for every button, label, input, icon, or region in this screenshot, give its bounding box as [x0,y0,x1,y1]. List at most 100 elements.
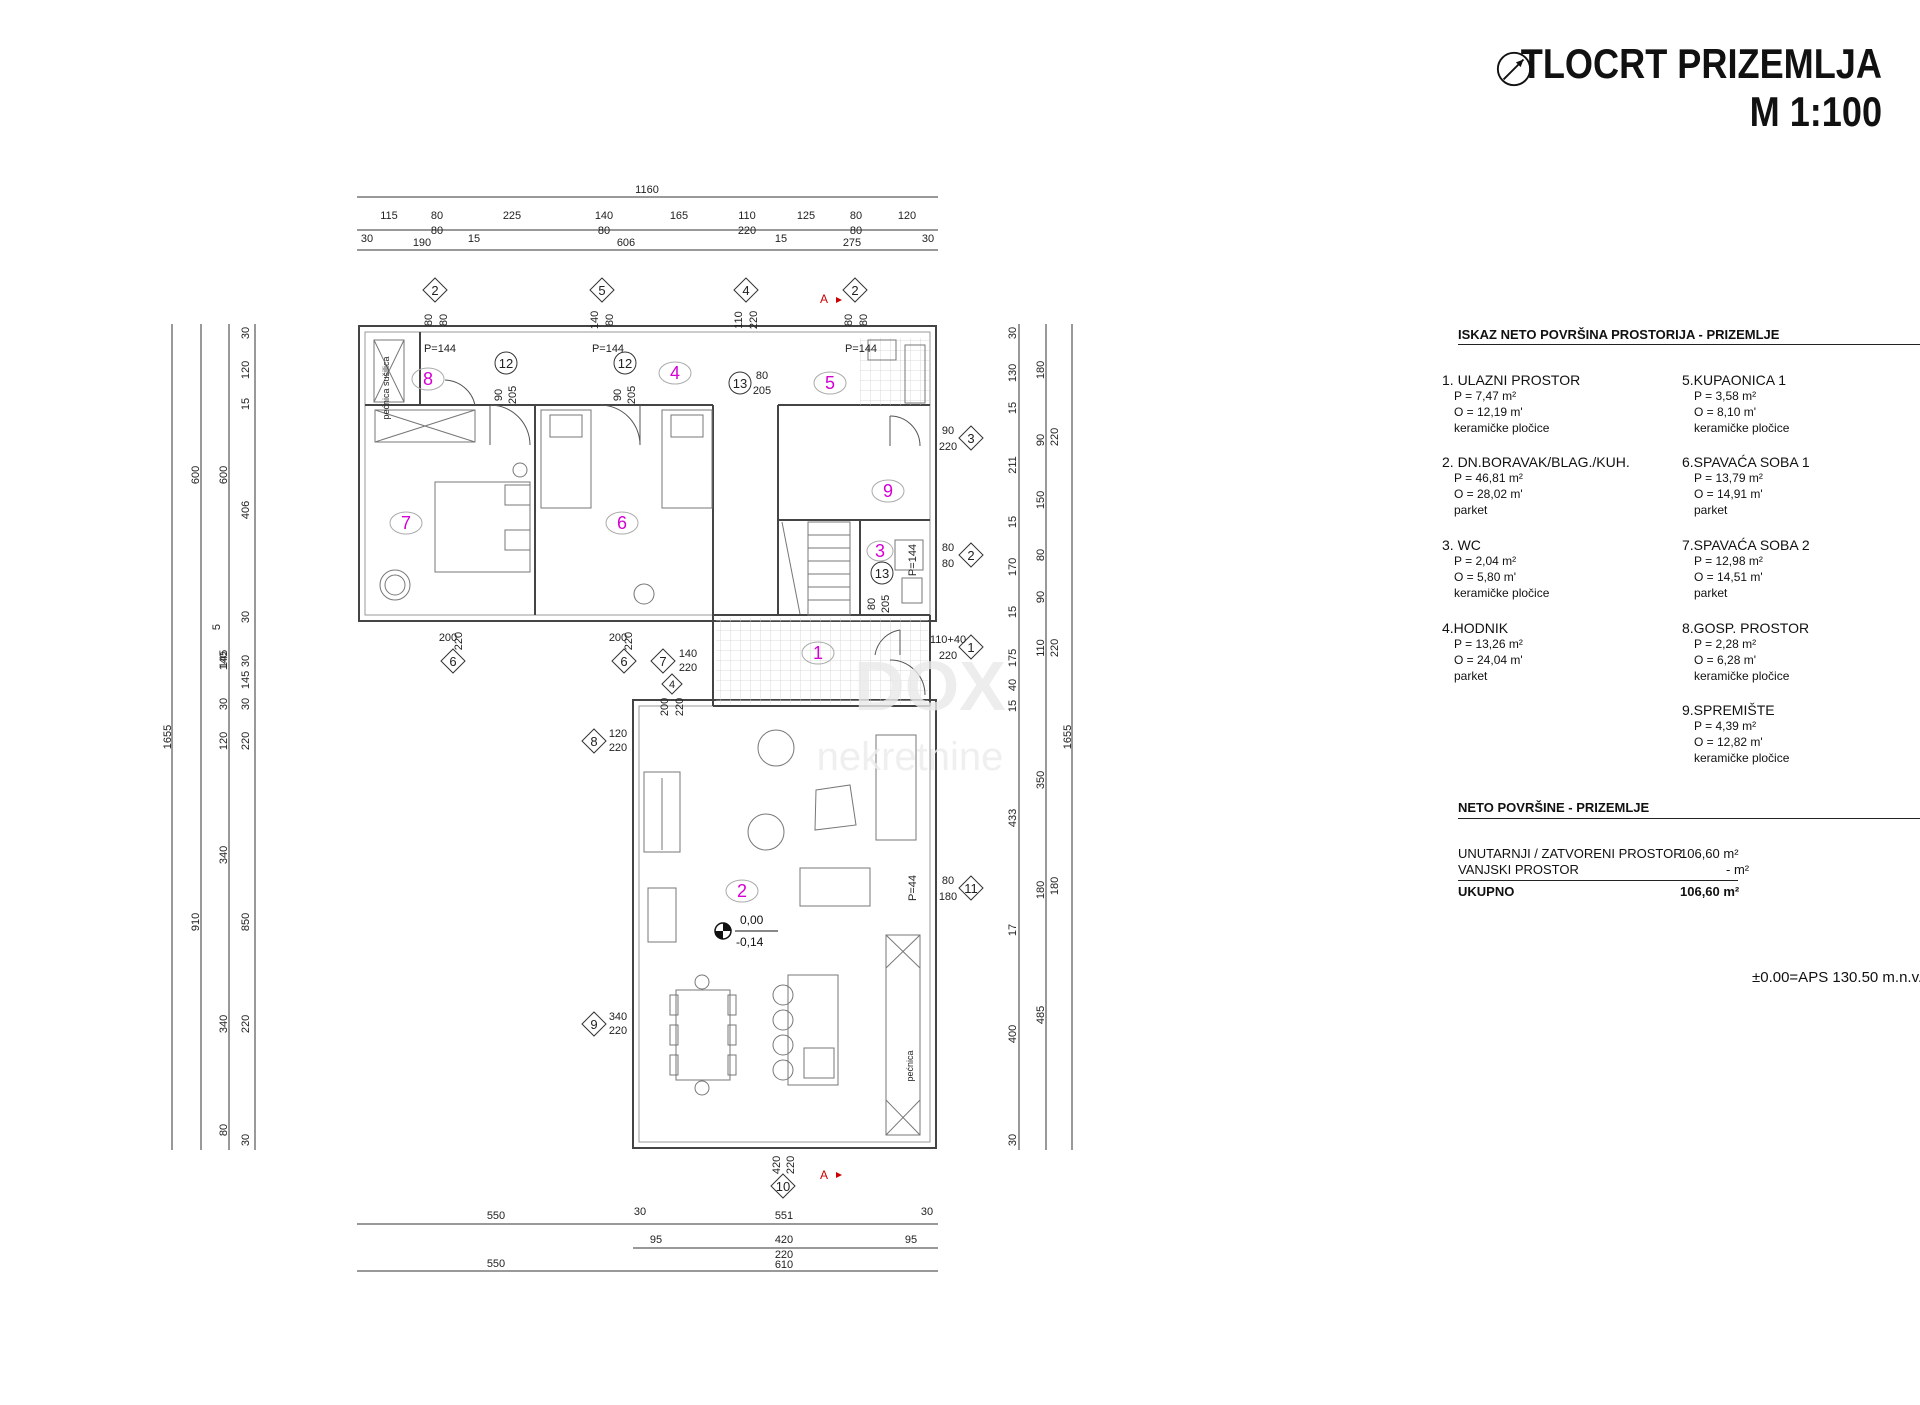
svg-text:6: 6 [620,654,627,669]
dim-right: 40 [1007,679,1019,691]
dim-right: 17 [1007,924,1019,936]
opening-size: 140 [589,311,601,329]
dim-bottom: 550 [487,1210,505,1222]
opening-size: 220 [748,311,760,329]
dim-left: 140 [218,652,230,670]
north-arrow-icon [1496,51,1532,87]
svg-text:13: 13 [875,566,889,581]
svg-text:13: 13 [733,376,747,391]
drawing-title: TLOCRT PRIZEMLJA [1520,40,1882,87]
opening-size: 220 [674,698,686,716]
dim-top: 125 [797,210,815,222]
dim-right: 433 [1007,809,1019,827]
svg-text:7: 7 [659,654,666,669]
dim-right: 15 [1007,402,1019,414]
svg-text:9: 9 [590,1017,597,1032]
door-size: 90 [493,389,505,401]
opening-size: 180 [939,891,957,903]
dim-right: 180 [1049,877,1061,895]
dim-right: 400 [1007,1025,1019,1043]
dim-left: 910 [190,913,202,931]
room-number: 1 [813,643,823,663]
dim-left: 30 [218,698,230,710]
dim-top: 15 [468,233,480,245]
dim-right: 220 [1049,639,1061,657]
dim-top: 30 [922,233,934,245]
opening-size: 80 [942,558,954,570]
dim-right: 30 [1007,1134,1019,1146]
dim-left: 340 [218,1015,230,1033]
room-utility: 8.GOSP. PROSTOR P = 2,28 m² O = 6,28 m' … [1682,620,1810,683]
top-dimensions [357,196,938,251]
room-entry: 1. ULAZNI PROSTOR P = 7,47 m² O = 12,19 … [1442,372,1581,435]
watermark: DOX [854,647,1006,725]
room-number: 4 [670,363,680,383]
furniture [373,339,926,1136]
dim-bottom: 551 [775,1210,793,1222]
dim-bottom: 420 [775,1234,793,1246]
opening-tags: 2 5 4 2 3 2 1 11 6 [422,277,984,1199]
dim-top: 80 [431,225,443,237]
door-size: 205 [753,385,771,397]
dim-right: 80 [1035,549,1047,561]
dim-top: 15 [775,233,787,245]
opening-size: 200 [659,698,671,716]
opening-size: 110+40 [930,634,966,646]
dim-left: 15 [240,398,252,410]
svg-text:A: A [820,1168,828,1182]
dim-top: 120 [898,210,916,222]
dim-right: 180 [1035,361,1047,379]
dim-left: 120 [218,732,230,750]
dim-top: 80 [850,225,862,237]
dim-top: 225 [503,210,521,222]
dim-top: 110 [738,210,756,222]
total-label: UKUPNO [1458,884,1515,899]
opening-size: 120 [609,728,627,740]
svg-text:2: 2 [431,283,438,298]
dim-right: 15 [1007,700,1019,712]
outer-area-label: VANJSKI PROSTOR [1458,862,1579,877]
cabinet-label: pećnica [905,1050,915,1081]
dim-right: 180 [1035,881,1047,899]
stairs [781,521,851,616]
dim-top: 30 [361,233,373,245]
opening-size: 220 [939,650,957,662]
svg-text:-0,14: -0,14 [736,935,764,949]
dim-bottom: 550 [487,1258,505,1270]
dim-top: 80 [598,225,610,237]
dim-left: 30 [240,655,252,667]
room-bedroom-2: 7.SPAVAĆA SOBA 2 P = 12,98 m² O = 14,51 … [1682,537,1810,600]
opening-size: 200 [439,632,457,644]
dim-right: 211 [1007,456,1019,474]
dim-right: 150 [1035,491,1047,509]
dim-top: 165 [670,210,688,222]
svg-text:0,00: 0,00 [740,913,764,927]
elevation-note: ±0.00=APS 130.50 m.n.v. [1752,969,1920,986]
svg-text:A: A [820,292,828,306]
door-size: 205 [507,386,519,404]
dim-top: 220 [738,225,756,237]
dim-bottom: 95 [650,1234,662,1246]
bottom-dimensions [357,1223,938,1272]
dim-right: 170 [1007,558,1019,576]
dim-left: 80 [218,1124,230,1136]
opening-size: 220 [609,1025,627,1037]
room-number: 8 [423,369,433,389]
dim-left: 220 [240,732,252,750]
dim-left: 145 [218,650,230,668]
room-bedroom-1: 6.SPAVAĆA SOBA 1 P = 13,79 m² O = 14,91 … [1682,454,1810,517]
left-dimensions [171,324,256,1150]
dim-top: 140 [595,210,613,222]
doors [444,379,926,696]
inner-area-label: UNUTARNJI / ZATVORENI PROSTOR [1458,846,1683,861]
door-size: 80 [756,370,768,382]
dim-right: 1655 [1062,725,1074,749]
room-living: 2. DN.BORAVAK/BLAG./KUH. P = 46,81 m² O … [1442,454,1630,517]
dim-right: 90 [1035,434,1047,446]
room-number: 6 [617,513,627,533]
svg-text:4: 4 [742,283,749,298]
opening-size: 80 [942,875,954,887]
dim-top: 190 [413,237,431,249]
schedule-heading: ISKAZ NETO POVRŠINA PROSTORIJA - PRIZEML… [1458,327,1780,342]
